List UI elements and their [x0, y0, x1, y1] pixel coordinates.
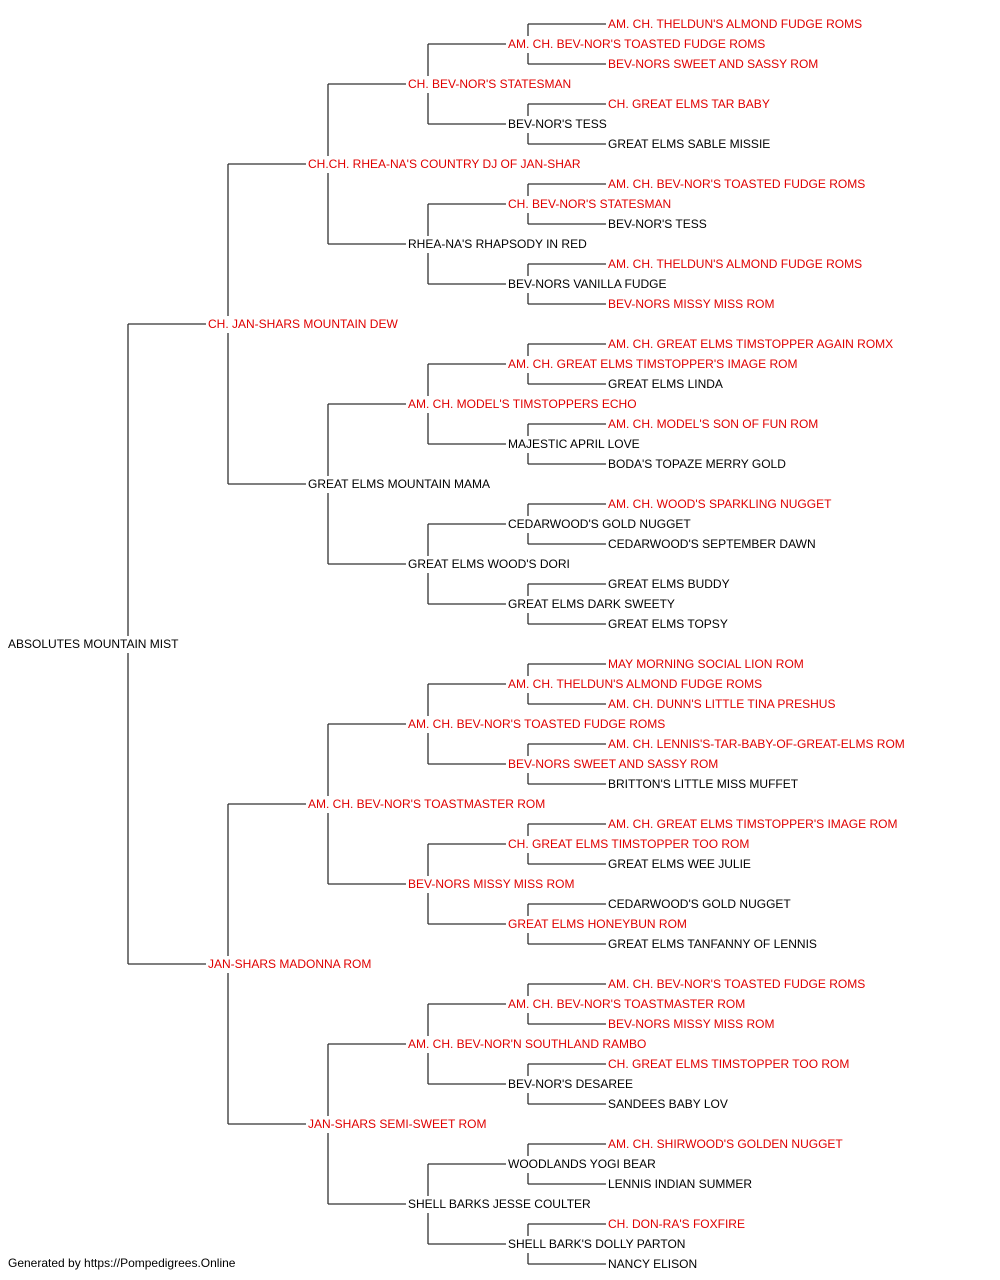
- ancestor-name: BEV-NORS MISSY MISS ROM: [408, 877, 574, 891]
- ancestor-name: BEV-NORS SWEET AND SASSY ROM: [508, 757, 718, 771]
- ancestor-name: GREAT ELMS TOPSY: [608, 617, 728, 631]
- ancestor-name: CH. GREAT ELMS TAR BABY: [608, 97, 770, 111]
- ancestor-name: AM. CH. GREAT ELMS TIMSTOPPER AGAIN ROMX: [608, 337, 893, 351]
- ancestor-name: GREAT ELMS BUDDY: [608, 577, 730, 591]
- ancestor-name: BEV-NORS MISSY MISS ROM: [608, 297, 774, 311]
- ancestor-name: AM. CH. MODEL'S TIMSTOPPERS ECHO: [408, 397, 637, 411]
- ancestor-name: AM. CH. LENNIS'S-TAR-BABY-OF-GREAT-ELMS …: [608, 737, 905, 751]
- ancestor-name: BEV-NORS VANILLA FUDGE: [508, 277, 667, 291]
- ancestor-name: GREAT ELMS WOOD'S DORI: [408, 557, 570, 571]
- ancestor-name: WOODLANDS YOGI BEAR: [508, 1157, 656, 1171]
- ancestor-name: AM. CH. BEV-NOR'S TOASTMASTER ROM: [508, 997, 745, 1011]
- ancestor-name: BEV-NOR'S TESS: [508, 117, 607, 131]
- ancestor-name: GREAT ELMS LINDA: [608, 377, 723, 391]
- ancestor-name: AM. CH. GREAT ELMS TIMSTOPPER'S IMAGE RO…: [508, 357, 797, 371]
- ancestor-name: CH. GREAT ELMS TIMSTOPPER TOO ROM: [608, 1057, 849, 1071]
- footer-credit: Generated by https://Pompedigrees.Online: [8, 1256, 236, 1270]
- ancestor-name: GREAT ELMS WEE JULIE: [608, 857, 751, 871]
- ancestor-name: CH. DON-RA'S FOXFIRE: [608, 1217, 745, 1231]
- ancestor-name: AM. CH. BEV-NOR'S TOASTED FUDGE ROMS: [608, 977, 865, 991]
- ancestor-name: AM. CH. GREAT ELMS TIMSTOPPER'S IMAGE RO…: [608, 817, 897, 831]
- ancestor-name: AM. CH. DUNN'S LITTLE TINA PRESHUS: [608, 697, 835, 711]
- ancestor-name: NANCY ELISON: [608, 1257, 697, 1271]
- ancestor-name: MAY MORNING SOCIAL LION ROM: [608, 657, 804, 671]
- ancestor-name: BEV-NOR'S TESS: [608, 217, 707, 231]
- ancestor-name: AM. CH. THELDUN'S ALMOND FUDGE ROMS: [508, 677, 762, 691]
- ancestor-name: BRITTON'S LITTLE MISS MUFFET: [608, 777, 799, 791]
- ancestor-name: GREAT ELMS DARK SWEETY: [508, 597, 675, 611]
- ancestor-name: SHELL BARK'S DOLLY PARTON: [508, 1237, 685, 1251]
- ancestor-name: MAJESTIC APRIL LOVE: [508, 437, 640, 451]
- ancestor-name: AM. CH. MODEL'S SON OF FUN ROM: [608, 417, 818, 431]
- ancestor-name: AM. CH. BEV-NOR'S TOASTED FUDGE ROMS: [508, 37, 765, 51]
- ancestor-name: BEV-NORS MISSY MISS ROM: [608, 1017, 774, 1031]
- ancestor-name: AM. CH. WOOD'S SPARKLING NUGGET: [608, 497, 832, 511]
- ancestor-name: GREAT ELMS SABLE MISSIE: [608, 137, 770, 151]
- subject-name: ABSOLUTES MOUNTAIN MIST: [8, 637, 179, 651]
- ancestor-name: SHELL BARKS JESSE COULTER: [408, 1197, 591, 1211]
- ancestor-name: SANDEES BABY LOV: [608, 1097, 728, 1111]
- ancestor-name: JAN-SHARS MADONNA ROM: [208, 957, 371, 971]
- ancestor-name: AM. CH. SHIRWOOD'S GOLDEN NUGGET: [608, 1137, 843, 1151]
- ancestor-name: CH. BEV-NOR'S STATESMAN: [508, 197, 671, 211]
- ancestor-name: GREAT ELMS MOUNTAIN MAMA: [308, 477, 490, 491]
- ancestor-name: AM. CH. BEV-NOR'N SOUTHLAND RAMBO: [408, 1037, 646, 1051]
- ancestor-name: BEV-NORS SWEET AND SASSY ROM: [608, 57, 818, 71]
- ancestor-name: AM. CH. BEV-NOR'S TOASTED FUDGE ROMS: [408, 717, 665, 731]
- ancestor-name: AM. CH. BEV-NOR'S TOASTMASTER ROM: [308, 797, 545, 811]
- ancestor-name: CH. GREAT ELMS TIMSTOPPER TOO ROM: [508, 837, 749, 851]
- ancestor-name: CEDARWOOD'S GOLD NUGGET: [608, 897, 791, 911]
- ancestor-name: CEDARWOOD'S GOLD NUGGET: [508, 517, 691, 531]
- ancestor-name: CH.CH. RHEA-NA'S COUNTRY DJ OF JAN-SHAR: [308, 157, 581, 171]
- ancestor-name: CH. JAN-SHARS MOUNTAIN DEW: [208, 317, 398, 331]
- ancestor-name: AM. CH. BEV-NOR'S TOASTED FUDGE ROMS: [608, 177, 865, 191]
- ancestor-name: AM. CH. THELDUN'S ALMOND FUDGE ROMS: [608, 17, 862, 31]
- ancestor-name: CH. BEV-NOR'S STATESMAN: [408, 77, 571, 91]
- ancestor-name: CEDARWOOD'S SEPTEMBER DAWN: [608, 537, 816, 551]
- ancestor-name: RHEA-NA'S RHAPSODY IN RED: [408, 237, 587, 251]
- ancestor-name: GREAT ELMS HONEYBUN ROM: [508, 917, 687, 931]
- ancestor-name: JAN-SHARS SEMI-SWEET ROM: [308, 1117, 486, 1131]
- ancestor-name: AM. CH. THELDUN'S ALMOND FUDGE ROMS: [608, 257, 862, 271]
- ancestor-name: BODA'S TOPAZE MERRY GOLD: [608, 457, 786, 471]
- ancestor-name: GREAT ELMS TANFANNY OF LENNIS: [608, 937, 817, 951]
- ancestor-name: BEV-NOR'S DESAREE: [508, 1077, 633, 1091]
- ancestor-name: LENNIS INDIAN SUMMER: [608, 1177, 752, 1191]
